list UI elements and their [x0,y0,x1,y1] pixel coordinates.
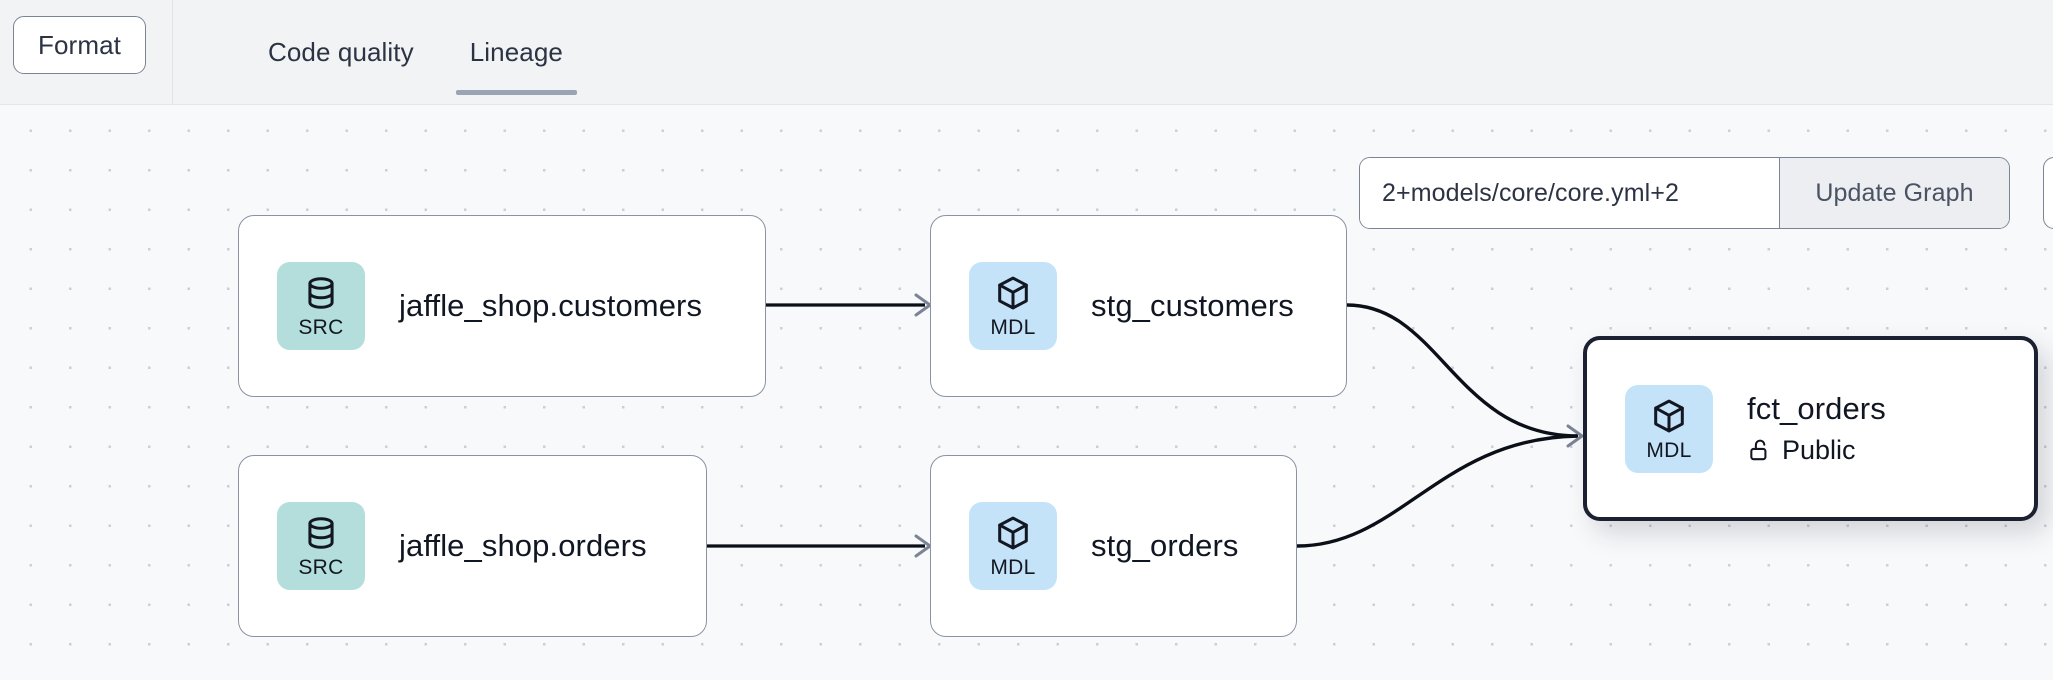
format-button-label: Format [38,29,121,60]
graph-controls-panel: Update Graph [1359,157,2010,229]
model-badge: MDL [969,262,1057,350]
node-body: stg_orders [1091,528,1238,564]
node-title: fct_orders [1747,391,1886,427]
lineage-node-jaffle-shop-customers[interactable]: SRC jaffle_shop.customers [238,215,766,397]
format-button[interactable]: Format [13,16,146,74]
toolbar-divider [172,0,173,105]
lineage-node-stg-orders[interactable]: MDL stg_orders [930,455,1297,637]
source-badge: SRC [277,502,365,590]
database-icon [308,517,334,549]
badge-label: MDL [990,316,1036,339]
node-title: jaffle_shop.customers [399,288,703,324]
database-icon [308,277,334,309]
unlock-icon [1750,439,1767,461]
cube-icon [998,516,1028,550]
lineage-node-fct-orders[interactable]: MDL fct_orders Public [1583,336,2038,521]
tab-bar: Code quality Lineage [172,0,591,105]
badge-label: SRC [298,316,344,339]
lineage-edge-layer [707,293,1584,558]
tab-code-quality-label: Code quality [268,37,414,67]
node-title: jaffle_shop.orders [399,528,647,564]
edge-arrowhead [1566,424,1584,448]
edge-stg-orders-to-fct-orders [1296,434,1579,548]
model-badge: MDL [969,502,1057,590]
tab-code-quality[interactable]: Code quality [240,0,442,105]
node-title: stg_customers [1091,288,1294,324]
tab-lineage-label: Lineage [469,37,563,67]
graph-selector-input[interactable] [1360,158,1779,228]
tab-active-underline [455,90,577,95]
lineage-node-stg-customers[interactable]: MDL stg_customers [930,215,1347,397]
node-body: stg_customers [1091,288,1294,324]
node-access-label: Public [1782,434,1856,465]
node-body: fct_orders Public [1747,391,1886,466]
node-body: jaffle_shop.customers [399,288,702,324]
model-badge: MDL [1625,384,1713,473]
update-graph-button[interactable]: Update Graph [1779,158,2009,228]
source-badge: SRC [277,262,365,350]
node-access: Public [1747,435,1886,466]
node-body: jaffle_shop.orders [399,528,647,564]
badge-label: MDL [990,556,1036,579]
edge-stg-customers-to-fct-orders [1346,303,1579,438]
tab-underline [254,90,428,95]
cube-icon [1654,399,1684,432]
node-title: stg_orders [1091,528,1239,564]
lineage-node-jaffle-shop-orders[interactable]: SRC jaffle_shop.orders [238,455,707,637]
tab-lineage[interactable]: Lineage [442,0,591,105]
cube-icon [998,276,1028,310]
graph-side-control-partial[interactable] [2043,157,2053,229]
editor-toolbar: Format Code quality Lineage [0,0,2053,105]
badge-label: SRC [298,556,344,579]
badge-label: MDL [1646,438,1692,462]
